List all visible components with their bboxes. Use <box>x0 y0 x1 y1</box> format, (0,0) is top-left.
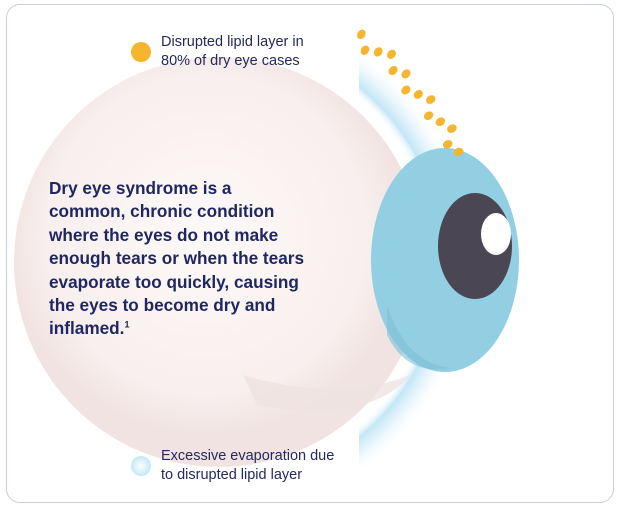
pupil-highlight <box>481 213 511 255</box>
eye-illustration <box>14 29 519 482</box>
lipid-dot <box>435 117 446 127</box>
evaporation-dot-icon <box>131 456 151 476</box>
lipid-dots <box>356 29 464 157</box>
headline-text: Dry eye syndrome is a common, chronic co… <box>49 178 305 339</box>
iris-shade <box>387 305 453 370</box>
lipid-dot <box>387 49 396 59</box>
legend-evaporation-label: Excessive evaporation due to disrupted l… <box>161 448 335 483</box>
lipid-dot <box>426 95 436 104</box>
lipid-dot-icon <box>131 42 151 62</box>
lipid-dot <box>388 65 398 76</box>
eyeball <box>14 57 424 467</box>
eyeball-shadow <box>243 375 411 411</box>
headline-footnote: 1 <box>124 319 130 330</box>
lipid-dot <box>401 85 411 95</box>
lipid-dot <box>360 45 370 55</box>
lipid-dot <box>373 47 383 57</box>
lipid-dot <box>356 29 366 40</box>
lipid-dot <box>401 69 411 79</box>
legend-lipid-layer: Disrupted lipid layer in 80% of dry eye … <box>131 33 304 71</box>
lipid-dot <box>413 89 423 99</box>
lipid-dot <box>453 147 464 157</box>
lipid-dot <box>447 124 457 133</box>
lipid-dot <box>423 111 434 121</box>
legend-lipid-label: Disrupted lipid layer in 80% of dry eye … <box>161 34 304 69</box>
legend-evaporation: Excessive evaporation due to disrupted l… <box>131 447 334 485</box>
lipid-dot <box>442 140 453 149</box>
headline: Dry eye syndrome is a common, chronic co… <box>49 177 309 341</box>
infographic-card: Disrupted lipid layer in 80% of dry eye … <box>6 4 614 503</box>
